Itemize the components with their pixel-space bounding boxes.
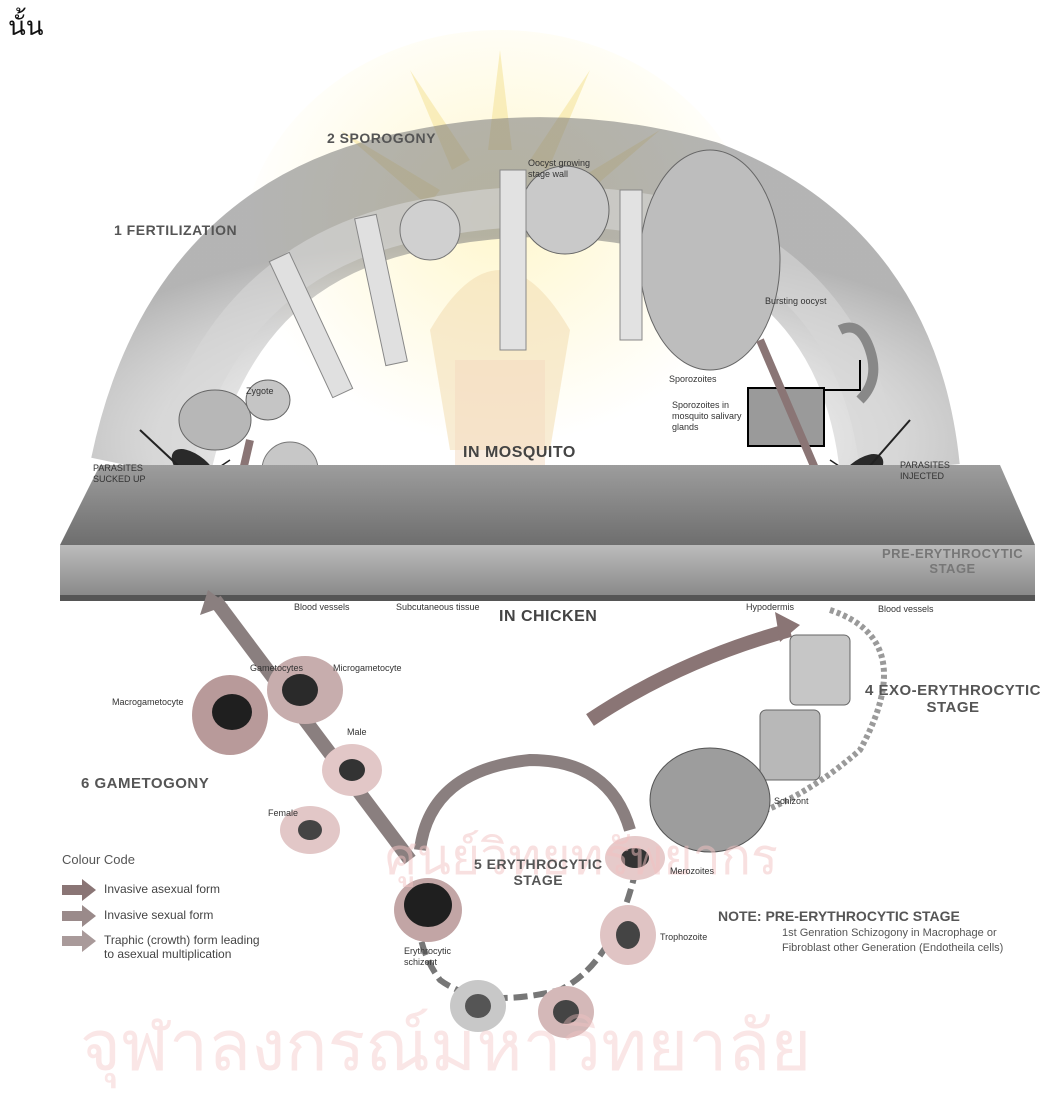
label-subcutaneous: Subcutaneous tissue bbox=[396, 602, 480, 613]
watermark-line-2: จุฬาลงกรณ์มหาวิทยาลัย bbox=[80, 990, 811, 1101]
label-schizont: Schizont bbox=[774, 796, 809, 807]
stage-erythrocytic: 5 ERYTHROCYTIC STAGE bbox=[474, 856, 603, 888]
label-female: Female bbox=[268, 808, 298, 819]
exo-cell-2 bbox=[760, 710, 820, 780]
label-blood-vessels-left: Blood vessels bbox=[294, 602, 350, 613]
stage-pre-erythrocytic: PRE-ERYTHROCYTIC STAGE bbox=[882, 546, 1023, 576]
label-sporozoites: Sporozoites bbox=[669, 374, 717, 385]
merozoite-arrow bbox=[590, 630, 790, 720]
bursting-oocyst bbox=[640, 150, 780, 370]
legend-item-asexual: Invasive asexual form bbox=[104, 882, 220, 896]
label-parasites-injected: PARASITES INJECTED bbox=[900, 460, 950, 482]
stage-fertilization: 1 FERTILIZATION bbox=[114, 222, 237, 238]
stage-gametogony: 6 GAMETOGONY bbox=[81, 775, 209, 792]
label-blood-vessels-right: Blood vessels bbox=[878, 604, 934, 615]
stage-sporogony: 2 SPOROGONY bbox=[327, 130, 436, 146]
legend-title: Colour Code bbox=[62, 852, 262, 867]
midgut-wall-segment bbox=[500, 170, 526, 350]
label-gametocytes: Gametocytes bbox=[250, 663, 303, 674]
label-male: Male bbox=[347, 727, 367, 738]
stage-exo-erythrocytic: 4 EXO-ERYTHROCYTIC STAGE bbox=[865, 682, 1041, 716]
note-block: NOTE: PRE-ERYTHROCYTIC STAGE 1st Genrati… bbox=[718, 908, 1038, 956]
oocyst-small bbox=[400, 200, 460, 260]
label-microgametocyte: Microgametocyte bbox=[333, 663, 402, 674]
legend-arrow-asexual-icon bbox=[62, 879, 96, 901]
legend-arrow-trophic-icon bbox=[62, 930, 96, 952]
region-mosquito: IN MOSQUITO bbox=[463, 444, 576, 462]
label-merozoites: Merozoites bbox=[670, 866, 714, 877]
note-title: NOTE: PRE-ERYTHROCYTIC STAGE bbox=[718, 908, 1038, 924]
label-parasites-sucked-up: PARASITES SUCKED UP bbox=[93, 463, 146, 485]
exo-cell-1 bbox=[790, 635, 850, 705]
label-trophozoite: Trophozoite bbox=[660, 932, 707, 943]
legend-arrow-sexual-icon bbox=[62, 905, 96, 927]
skin-surface bbox=[60, 465, 1035, 545]
colour-code-legend: Colour Code bbox=[62, 852, 262, 867]
label-bursting-oocyst: Bursting oocyst bbox=[765, 296, 827, 307]
legend-item-trophic: Traphic (crowth) form leading to asexual… bbox=[104, 933, 264, 961]
note-body: 1st Genration Schizogony in Macrophage o… bbox=[782, 926, 1032, 956]
label-hypodermis: Hypodermis bbox=[746, 602, 794, 613]
label-zygote: Zygote bbox=[246, 386, 274, 397]
zygote-cell bbox=[179, 390, 251, 450]
label-macrogametocyte: Macrogametocyte bbox=[112, 697, 184, 708]
region-chicken: IN CHICKEN bbox=[499, 608, 597, 626]
legend-item-sexual: Invasive sexual form bbox=[104, 908, 213, 922]
